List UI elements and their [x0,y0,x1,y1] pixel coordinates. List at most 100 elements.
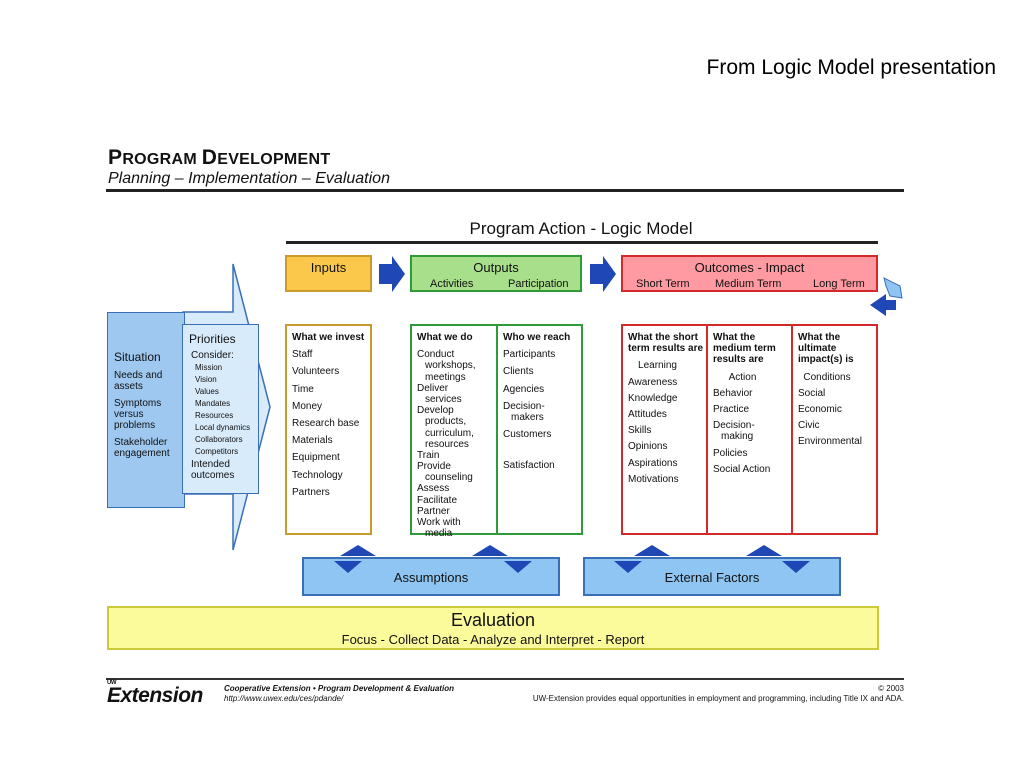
priorities-title: Priorities [189,332,236,346]
list-item: Decision- [503,400,545,412]
situation-title: Situation [114,350,161,364]
footer-divider [106,678,904,680]
down-arrow [782,561,810,573]
what-we-do-title: What we do [417,332,473,343]
external-factors-arrows-icon [614,545,810,573]
activities-label: Activities [430,278,474,290]
list-item: Environmental [798,436,862,448]
outcomes-header-label: Outcomes - Impact [694,260,805,275]
flow-arrow-polygon [379,256,405,292]
assumptions-arrows-icon [334,545,532,573]
slide-caption: From Logic Model presentation [706,56,996,79]
list-item: curriculum, [425,427,474,439]
long-term-title: What the ultimate impact(s) is [798,332,854,366]
list-item: makers [511,411,544,423]
medium-term-label: Medium Term [715,278,782,290]
inputs-to-outputs-arrow-icon [379,256,405,292]
list-item: Knowledge [628,392,678,404]
evaluation-title: Evaluation [450,610,536,630]
list-item: Skills [628,425,652,437]
footer-line-1: Cooperative Extension • Program Developm… [224,684,454,693]
list-item: Provide [417,461,451,473]
title-letter-p: P [108,146,123,169]
who-we-reach-list: Participants Clients Agencies Decision- … [503,349,581,471]
list-item: Equipment [292,452,340,464]
feedback-curve-part [883,277,903,299]
feedback-arrow-body [884,300,896,310]
evaluation-subtitle: Focus - Collect Data - Analyze and Inter… [341,632,645,647]
title-rest-2: EVELOPMENT [217,151,331,168]
list-item: Clients [503,366,534,378]
who-we-reach-title: Who we reach [503,332,571,343]
what-we-do-column: What we do Conduct workshops, meetings D… [410,324,498,539]
medium-term-column: What the medium term results are Action … [706,324,794,535]
title-letter-d: D [201,146,218,169]
list-item: Develop [417,405,454,417]
medium-term-list: Action Behavior Practice Decision- makin… [713,372,792,475]
priority-item: Local dynamics [195,423,251,432]
list-item: Partners [292,486,330,498]
list-item: Time [292,383,314,395]
list-item: Social [798,387,826,399]
list-item: Agencies [503,383,545,395]
inputs-column: What we invest Staff Volunteers Time Mon… [285,324,372,535]
list-item: Satisfaction [503,460,555,472]
list-item: Customers [503,429,552,441]
list-item: Motivations [628,473,679,485]
up-arrow [472,545,508,556]
priority-item: Mandates [195,399,231,408]
short-term-label: Short Term [636,278,690,290]
list-item: Opinions [628,441,668,453]
list-item: meetings [425,371,466,383]
short-term-title: What the short term results are [628,332,704,355]
priority-item: Collaborators [195,435,243,444]
down-arrow [334,561,362,573]
inputs-header: Inputs [285,255,372,292]
logo-text: Extension [107,684,203,707]
priority-item: Resources [195,411,234,420]
priorities-box: Priorities Consider: Mission Vision Valu… [182,324,259,494]
down-arrow [614,561,642,573]
who-we-reach-column: Who we reach Participants Clients Agenci… [496,324,583,535]
down-arrow [504,561,532,573]
list-item: Work with [417,517,461,528]
list-item: Aspirations [628,457,678,469]
feedback-arrow-head [870,294,886,316]
title-divider [106,189,904,192]
up-arrow [746,545,782,556]
list-item: media [425,528,453,540]
short-term-subheading: Learning [638,360,677,372]
up-arrow [340,545,376,556]
priority-item: Vision [195,375,217,384]
outputs-header: Outputs Activities Participation [410,255,582,292]
list-item: services [425,393,462,405]
long-term-column: What the ultimate impact(s) is Condition… [791,324,878,535]
list-item: Economic [798,403,842,415]
participation-label: Participation [508,278,569,290]
priority-item: Mission [195,363,223,372]
list-item: making [721,431,754,443]
list-item: Research base [292,417,360,429]
list-item: Deliver [417,382,449,394]
up-arrow [634,545,670,556]
feedback-curve-arrow-icon [870,277,903,316]
priority-item: Competitors [195,447,239,456]
inputs-header-label: Inputs [310,260,347,275]
uw-extension-logo: UW Extension [107,680,203,708]
list-item: Staff [292,349,313,361]
list-item: Decision- [713,420,755,432]
situation-item: Needs and assets [114,370,163,392]
list-item: workshops, [425,360,476,372]
logo-uw: UW [107,680,117,686]
flow-arrow-polygon [590,256,616,292]
list-item: Technology [292,469,343,481]
medium-term-title: What the medium term results are [713,332,776,366]
logic-model-title: Program Action - Logic Model [469,219,693,238]
list-item: Materials [292,435,333,447]
list-item: Behavior [713,387,753,399]
list-item: Social Action [713,463,771,475]
inputs-column-title: What we invest [292,332,365,343]
list-item: Money [292,400,323,412]
list-item: Civic [798,420,820,432]
list-item: products, [425,416,467,428]
